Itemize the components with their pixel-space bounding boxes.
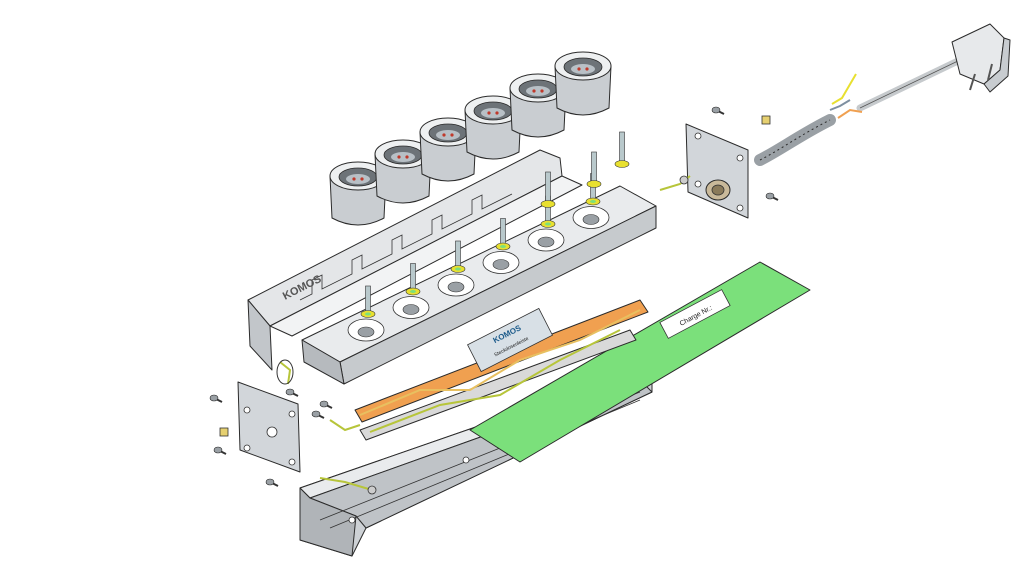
socket-face (436, 130, 460, 140)
socket-face (346, 174, 370, 184)
tray-hole-inner (492, 259, 510, 270)
socket-pin (532, 89, 536, 93)
socket-face (526, 86, 550, 96)
insulation-sheet: Charge Nr.: (469, 261, 811, 463)
tray-hole-inner (447, 281, 465, 293)
stud (365, 285, 371, 313)
stud (500, 218, 506, 245)
middle-carrier-tray: KOMOS Steckdosenleiste (301, 185, 657, 385)
screw-head (209, 394, 219, 402)
stud (410, 263, 416, 290)
stud (619, 131, 625, 163)
socket-pin (540, 89, 544, 93)
washer-center (365, 312, 371, 316)
screw-head (319, 400, 329, 408)
washer-center (410, 290, 416, 293)
screw-head (711, 106, 721, 114)
socket-pin (450, 133, 454, 137)
screw-head (311, 410, 321, 418)
left-end-plate (237, 359, 301, 473)
top-socket-frame: KOMOS (247, 149, 583, 371)
screw-head (765, 192, 775, 200)
washer-center (590, 200, 596, 203)
socket-pin (405, 155, 409, 159)
screw-head (285, 388, 295, 396)
stud (591, 151, 597, 183)
socket-face (481, 108, 505, 118)
right-end-plate (685, 123, 749, 219)
tray-hole-inner (537, 236, 555, 248)
socket-insert (419, 117, 477, 182)
tray-hole-inner (582, 214, 600, 225)
stud (455, 240, 461, 268)
brass-nut-left (219, 427, 229, 437)
socket-pin (495, 111, 499, 115)
socket-insert (464, 95, 522, 160)
socket-insert (554, 51, 612, 116)
washer (614, 160, 630, 168)
socket-insert (374, 139, 432, 204)
socket-pin (585, 67, 589, 71)
washer-center (545, 222, 551, 226)
socket-face (571, 64, 595, 74)
socket-face (391, 152, 415, 162)
batch-number-tag (659, 289, 731, 339)
screw-head (265, 478, 275, 486)
power-cable (754, 23, 1011, 166)
socket-pin (577, 67, 581, 71)
socket-pin (397, 155, 401, 159)
loose-terminals (219, 115, 771, 437)
loose-screws (209, 106, 779, 487)
socket-pin (442, 133, 446, 137)
product-label (467, 307, 553, 373)
socket-pin (352, 177, 356, 181)
washer-center (455, 267, 461, 271)
tray-hole-inner (402, 304, 420, 315)
socket-insert (329, 161, 387, 226)
socket-insert (509, 73, 567, 138)
washer (540, 200, 556, 208)
tray-hole-inner (357, 326, 375, 338)
socket-pin (360, 177, 364, 181)
stud (545, 171, 551, 203)
screw-head (213, 446, 223, 454)
washer (586, 180, 602, 188)
socket-inserts (329, 51, 612, 226)
socket-pin (487, 111, 491, 115)
schuko-plug (951, 23, 1011, 93)
brass-nut-right (761, 115, 771, 125)
washer-center (500, 245, 506, 248)
contact-studs (360, 131, 630, 318)
